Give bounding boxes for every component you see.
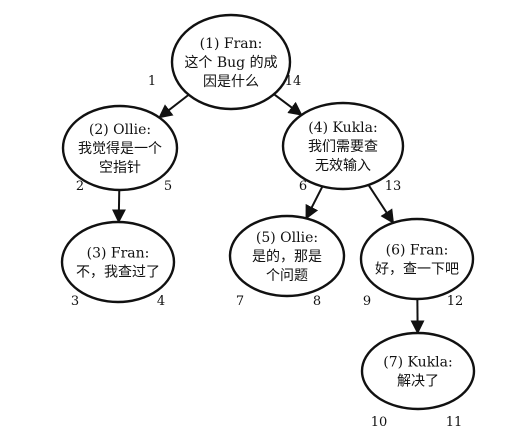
- node-utterance-line: 解决了: [397, 374, 439, 390]
- edges-layer: [111, 93, 425, 335]
- node-ellipse: [60, 220, 176, 304]
- node-speaker-label: (3) Fran:: [87, 246, 150, 262]
- edge-arrow-4-to-5: [305, 185, 324, 220]
- node-speaker-label: (2) Ollie:: [89, 122, 151, 138]
- node-start-number: 1: [148, 74, 156, 89]
- node-utterance-line: 我觉得是一个: [78, 140, 162, 157]
- node-ellipse: [61, 104, 179, 192]
- node-ellipse: [228, 214, 346, 298]
- node-utterance-line: 个问题: [266, 268, 308, 284]
- node-utterance-line: 不，我查过了: [76, 265, 160, 281]
- edge-arrow-2-to-3: [111, 189, 126, 224]
- node-end-number: 4: [157, 294, 165, 309]
- node-speaker-label: (4) Kukla:: [308, 120, 377, 136]
- node-end-number: 11: [446, 415, 463, 430]
- node-ellipse: [170, 13, 292, 111]
- node-utterance-line: 这个 Bug 的成: [184, 54, 277, 71]
- node-utterance-line: 是的，那是: [252, 249, 322, 265]
- node-speaker-label: (7) Kukla:: [383, 355, 452, 371]
- node-utterance-line: 空指针: [99, 160, 141, 176]
- node-utterance-line: 我们需要查: [308, 139, 378, 155]
- node-ellipse: [359, 217, 475, 301]
- node-utterance-line: 无效输入: [315, 158, 371, 174]
- node-end-number: 13: [385, 179, 402, 194]
- node-speaker-label: (1) Fran:: [200, 36, 263, 52]
- node-end-number: 8: [313, 294, 321, 309]
- node-start-number: 3: [71, 294, 79, 309]
- node-end-number: 14: [285, 74, 302, 89]
- node-start-number: 9: [363, 294, 371, 309]
- node-speaker-label: (6) Fran:: [386, 243, 449, 259]
- edge-arrow-1-to-4: [273, 93, 303, 116]
- node-7: (7) Kukla: 解决了 10 11: [360, 331, 476, 430]
- node-speaker-label: (5) Ollie:: [256, 230, 318, 246]
- node-ellipse: [360, 331, 476, 411]
- node-start-number: 6: [299, 179, 307, 194]
- node-6: (6) Fran: 好，查一下吧 9 12: [359, 217, 475, 309]
- node-utterance-line: 因是什么: [203, 74, 259, 90]
- edge-arrow-4-to-6: [367, 184, 395, 224]
- node-end-number: 12: [447, 294, 464, 309]
- node-start-number: 7: [236, 294, 244, 309]
- edge-arrow-1-to-2: [158, 93, 190, 119]
- node-end-number: 5: [164, 179, 172, 194]
- node-start-number: 10: [371, 415, 388, 430]
- node-3: (3) Fran: 不，我查过了 3 4: [60, 220, 176, 309]
- node-utterance-line: 好，查一下吧: [375, 262, 459, 278]
- node-start-number: 2: [76, 179, 84, 194]
- node-ellipse: [281, 101, 405, 191]
